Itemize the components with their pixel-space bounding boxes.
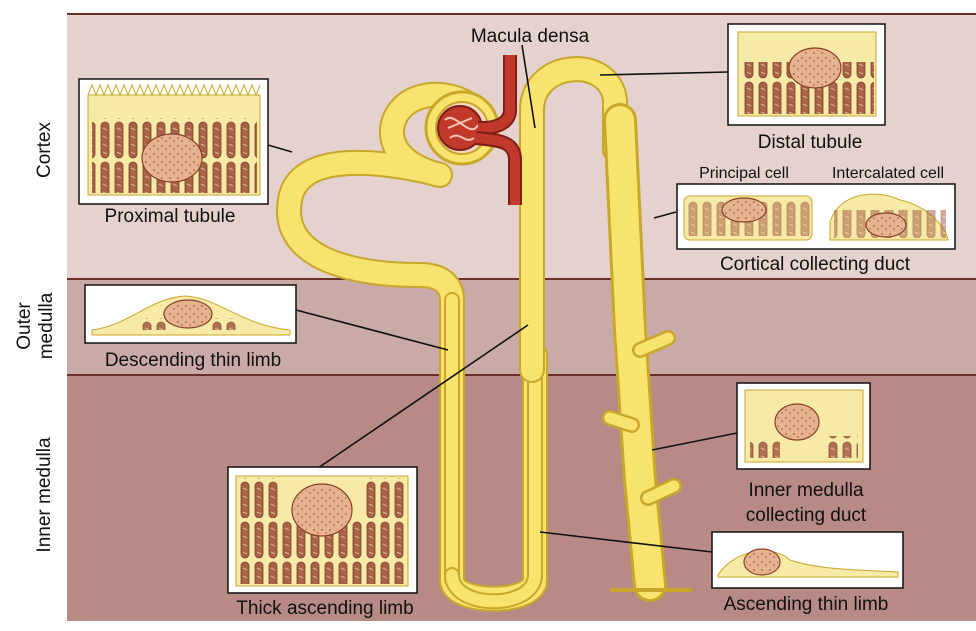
label-cortical-collecting-duct: Cortical collecting duct [720,254,911,275]
glomerulus [424,55,522,205]
label-inner-medulla-line1: Inner medulla [748,480,864,501]
label-distal-tubule: Distal tubule [758,132,863,153]
label-ascending-thin-limb: Ascending thin limb [724,594,889,615]
zone-label-medulla: medulla [36,292,57,359]
ascending-thin-limb-cell [711,531,904,589]
zone-label-inner-medulla: Inner medulla [34,437,55,553]
label-macula-densa: Macula densa [471,26,590,47]
label-principal-cell: Principal cell [699,165,789,182]
label-proximal-tubule: Proximal tubule [105,206,236,227]
zone-label-cortex: Cortex [34,122,55,178]
nephron-tubule [276,56,692,612]
zone-label-outer: Outer [14,302,35,350]
leader-lines [267,44,738,553]
distal-tubule-cell [727,23,886,126]
label-thick-ascending-limb: Thick ascending limb [236,598,413,619]
descending-thin-limb-cell [84,284,297,344]
cortical-collecting-duct-cells [676,183,956,250]
proximal-tubule-cell [78,78,269,205]
inner-medulla-collecting-duct-cell [736,382,871,470]
thick-ascending-limb-cell [227,466,418,594]
label-descending-thin-limb: Descending thin limb [105,350,281,371]
label-inner-medulla-line2: collecting duct [746,505,867,526]
label-intercalated-cell: Intercalated cell [832,165,944,182]
